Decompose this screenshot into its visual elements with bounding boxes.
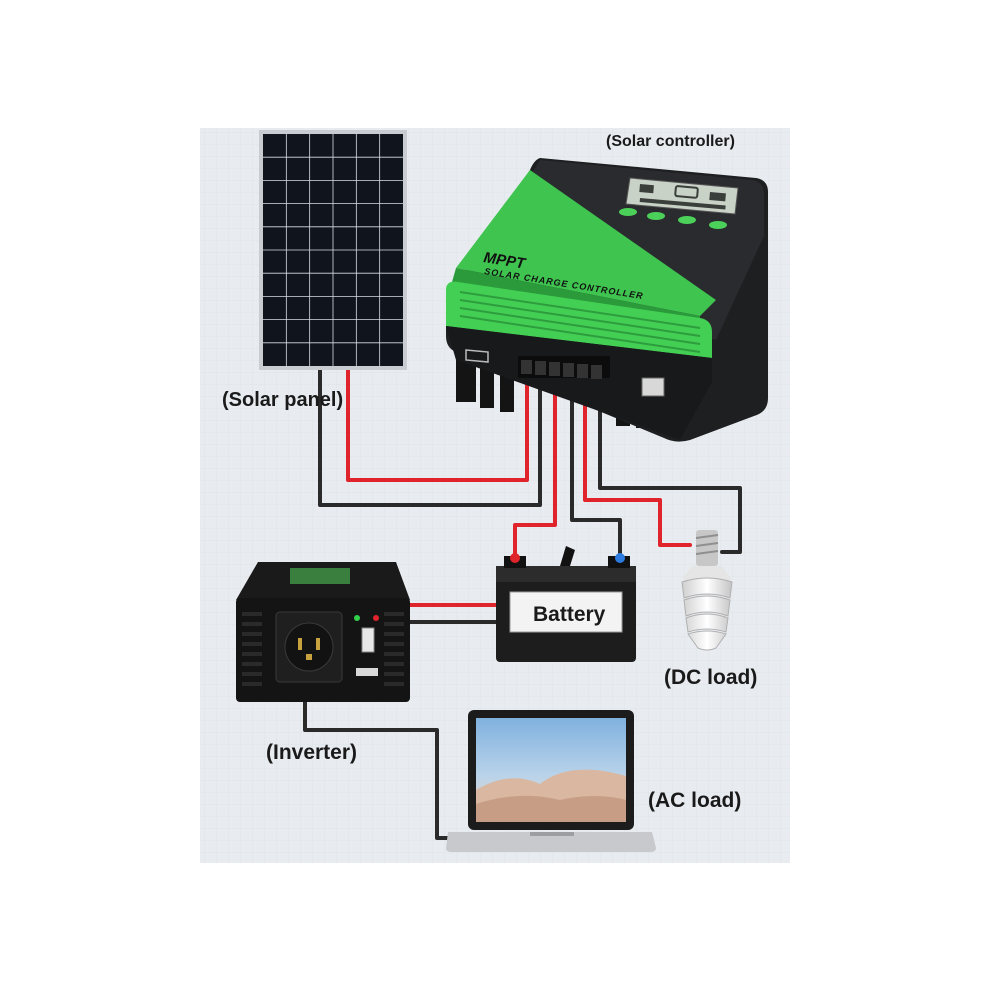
bulb-neck [682,566,732,580]
usb-port [641,377,665,397]
inverter-green-led [354,615,360,621]
battery-symbol-icon [465,349,489,363]
label-inverter: (Inverter) [266,741,357,764]
ac-load-laptop [446,710,656,852]
battery-handle [560,546,575,566]
controller-front-face [446,326,712,440]
inverter [236,562,410,702]
battery-negative-wire [570,383,622,558]
solar-panel [259,130,407,370]
label-solar-panel: (Solar panel) [222,389,343,411]
dc-load-bulb [681,530,733,651]
ac-socket-holes [298,638,320,660]
terminal-block [518,356,610,379]
lcd-segments [639,184,726,210]
inverter-vents-left [242,612,262,686]
dc-load-negative-wire [598,383,742,554]
solar-negative-wire [318,368,542,507]
label-ac-load: (AC load) [648,789,741,812]
battery [496,546,636,662]
battery-positive-wire [513,383,557,558]
set-button[interactable] [709,221,727,229]
label-solar-controller: (Solar controller) [606,133,735,150]
solar-cell-grid [263,134,403,366]
inverter-red-led [373,615,379,621]
controller-brand: MPPT [482,249,528,273]
battery-label-plate [510,592,622,632]
solar-positive-wire [346,368,529,482]
label-battery: Battery [533,603,606,626]
down-button[interactable] [678,216,696,224]
inverter-vents-right [384,612,404,686]
controller-buttons [619,208,727,229]
usb-port-inverter [356,668,378,676]
dc-load-positive-wire [583,383,692,547]
bulb-base [696,530,718,566]
inverter-display-strip [290,568,350,584]
charge-controller: MPPT SOLAR CHARGE CONTROLLER [446,158,768,442]
power-switch[interactable] [361,627,375,653]
controller-green-cover [456,170,716,316]
base-ribs [459,291,701,353]
bulb-spiral [681,577,733,651]
menu-button[interactable] [619,208,637,216]
laptop-base [446,832,656,852]
up-button[interactable] [647,212,665,220]
label-dc-load: (DC load) [664,666,757,689]
battery-positive-terminal [510,553,520,563]
battery-negative-terminal [615,553,625,563]
